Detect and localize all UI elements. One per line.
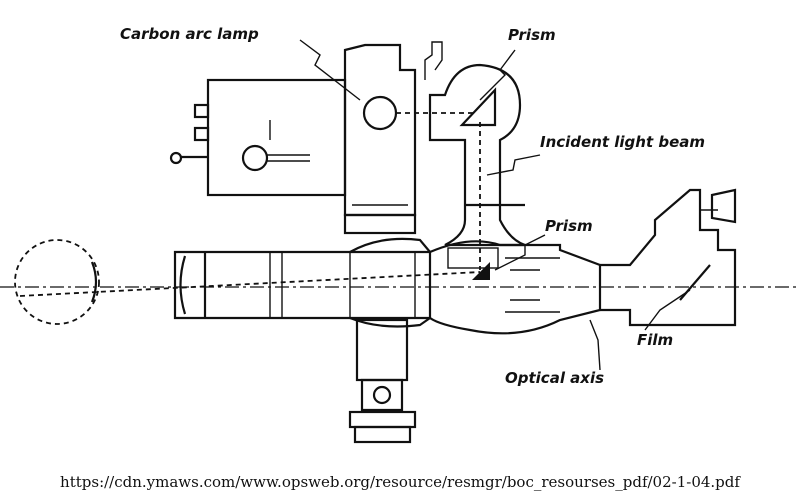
leader-lines	[299, 39, 691, 371]
label-prism-top: Prism	[508, 26, 556, 44]
camera-body	[429, 240, 602, 335]
label-film: Film	[637, 331, 673, 349]
camera-stand	[348, 318, 417, 444]
objective-tube	[173, 250, 432, 320]
label-incident-light-beam: Incident light beam	[540, 133, 705, 151]
eye-outline	[14, 239, 100, 325]
prism-housing	[428, 63, 526, 269]
prism-top	[459, 87, 497, 127]
source-url-caption: https://cdn.ymaws.com/www.opsweb.org/res…	[60, 473, 740, 491]
carbon-arc-lamp	[362, 95, 398, 131]
label-prism-lower: Prism	[545, 217, 593, 235]
label-optical-axis: Optical axis	[505, 369, 604, 387]
observation-beam	[19, 271, 481, 297]
eye-cornea	[90, 261, 98, 303]
lamp-column	[343, 41, 443, 235]
lamp-housing	[169, 78, 347, 197]
fundus-camera-diagram: Carbon arc lamp Prism Incident light bea…	[0, 25, 800, 444]
label-carbon-arc-lamp: Carbon arc lamp	[120, 25, 259, 43]
prism-lower	[472, 262, 490, 280]
